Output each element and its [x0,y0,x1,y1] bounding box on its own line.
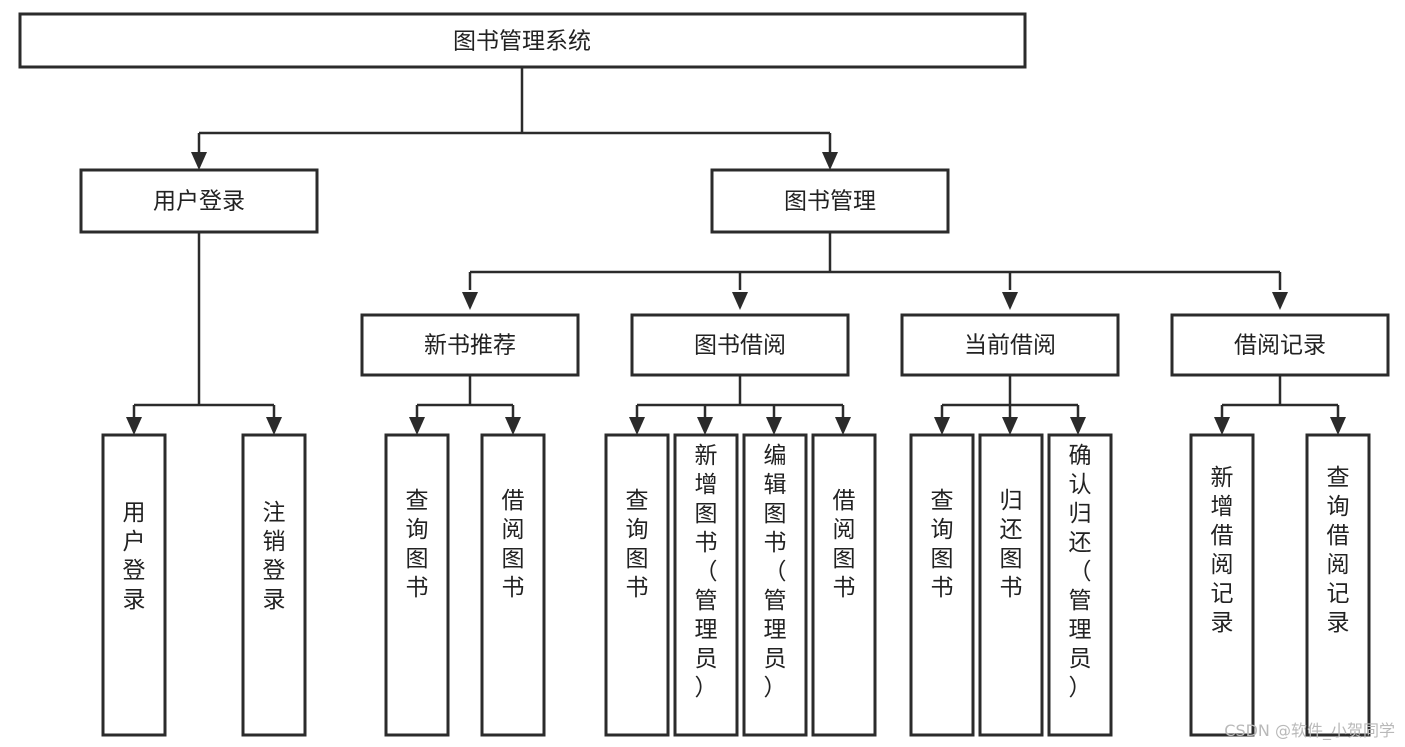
leaf-node[interactable]: 确认归还（管理员） [1047,433,1113,737]
leaf-node[interactable]: 查询图书 [384,433,450,737]
leaf-box[interactable] [811,433,877,737]
arrow-to-book-manage [822,152,838,170]
leaf-label: 确认归还（管理员） [1069,443,1092,701]
arrow-newbook-leaf-1 [409,417,425,435]
book-borrow-label: 图书借阅 [694,333,786,359]
leaf-node[interactable]: 借阅图书 [480,433,546,737]
node-book-manage[interactable]: 图书管理 [710,168,950,234]
arrow-bookborrow-leaf-2 [697,417,713,435]
connector-layer [126,67,1346,435]
node-root[interactable]: 图书管理系统 [18,12,1027,69]
leaf-box[interactable] [1047,433,1113,737]
leaf-label: 归还图书 [1000,488,1023,601]
arrow-currentborrow-leaf-2 [1002,417,1018,435]
leaf-label: 新增图书（管理员） [695,443,718,701]
arrow-borrowrecord-leaf-2 [1330,417,1346,435]
book-manage-label: 图书管理 [784,189,876,215]
edge-book-manage-bus [468,232,1282,290]
leaf-box[interactable] [909,433,975,737]
leaf-box[interactable] [742,433,808,737]
node-user-login[interactable]: 用户登录 [79,168,319,234]
leaf-node[interactable]: 查询图书 [909,433,975,737]
leaf-node[interactable]: 查询借阅记录 [1305,433,1371,737]
leaf-label: 编辑图书（管理员） [764,443,787,701]
leaf-node[interactable]: 用户登录 [101,433,167,737]
arrow-to-new-book [462,292,478,310]
node-book-borrow[interactable]: 图书借阅 [630,313,850,377]
current-borrow-label: 当前借阅 [964,333,1056,359]
leaf-node[interactable]: 归还图书 [978,433,1044,737]
arrow-to-book-borrow [732,292,748,310]
leaf-label: 查询图书 [626,488,649,601]
edge-borrow-record-bus [1220,375,1340,417]
arrow-to-borrow-record [1272,292,1288,310]
user-login-label: 用户登录 [153,189,245,215]
borrow-record-box[interactable] [1170,313,1390,377]
arrow-borrowrecord-leaf-1 [1214,417,1230,435]
leaf-node[interactable]: 编辑图书（管理员） [742,433,808,737]
arrow-newbook-leaf-2 [505,417,521,435]
arrow-currentborrow-leaf-1 [934,417,950,435]
current-borrow-box[interactable] [900,313,1120,377]
leaf-label: 用户登录 [123,500,146,613]
arrow-bookborrow-leaf-1 [629,417,645,435]
arrow-bookborrow-leaf-3 [766,417,782,435]
new-book-box[interactable] [360,313,580,377]
leaf-box[interactable] [384,433,450,737]
leaf-node[interactable]: 借阅图书 [811,433,877,737]
arrow-to-user-login [191,152,207,170]
node-borrow-record[interactable]: 借阅记录 [1170,313,1390,377]
root-label: 图书管理系统 [453,29,591,55]
leaf-box[interactable] [241,433,307,737]
leaf-node[interactable]: 查询图书 [604,433,670,737]
leaf-box[interactable] [604,433,670,737]
leaf-node[interactable]: 新增借阅记录 [1189,433,1255,737]
arrow-to-leaf-logout [266,417,282,435]
book-manage-box[interactable] [710,168,950,234]
new-book-label: 新书推荐 [424,333,516,359]
borrow-record-label: 借阅记录 [1234,333,1326,359]
leaf-label: 新增借阅记录 [1211,465,1234,636]
leaf-label: 查询借阅记录 [1327,465,1350,636]
edge-current-borrow-bus [940,375,1080,417]
arrow-currentborrow-leaf-3 [1070,417,1086,435]
leaf-label: 借阅图书 [833,488,856,601]
edge-new-book-bus [415,375,515,417]
root-box[interactable] [18,12,1027,69]
leaf-box[interactable] [101,433,167,737]
user-login-box[interactable] [79,168,319,234]
leaf-box[interactable] [978,433,1044,737]
leaf-box[interactable] [673,433,739,737]
leaf-node[interactable]: 注销登录 [241,433,307,737]
leaf-box[interactable] [480,433,546,737]
edge-user-login-bus [132,232,276,417]
node-current-borrow[interactable]: 当前借阅 [900,313,1120,377]
book-borrow-box[interactable] [630,313,850,377]
edge-book-borrow-bus [635,375,845,417]
leaf-node[interactable]: 新增图书（管理员） [673,433,739,737]
leaf-box[interactable] [1305,433,1371,737]
leaf-label: 查询图书 [406,488,429,601]
node-new-book[interactable]: 新书推荐 [360,313,580,377]
leaf-box[interactable] [1189,433,1255,737]
arrow-to-leaf-user-login [126,417,142,435]
arrow-bookborrow-leaf-4 [835,417,851,435]
leaf-label: 查询图书 [931,488,954,601]
leaf-label: 注销登录 [263,500,286,613]
arrow-to-current-borrow [1002,292,1018,310]
leaf-label: 借阅图书 [502,488,525,601]
edge-root-bus [197,67,832,152]
